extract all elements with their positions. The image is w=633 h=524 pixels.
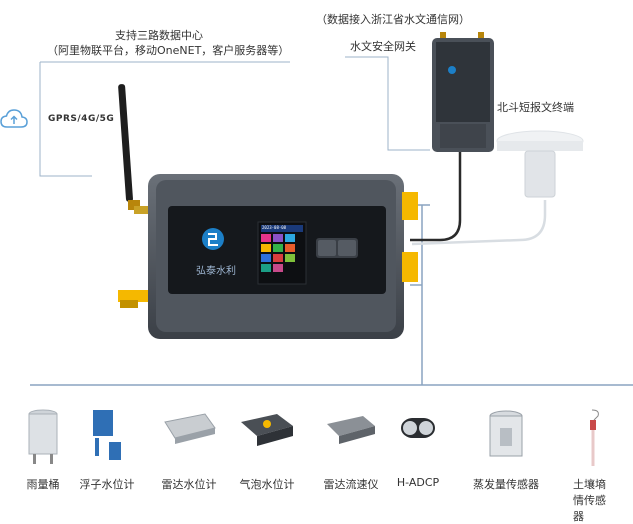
antenna-icon [118, 84, 148, 214]
brand-label: 弘泰水利 [196, 266, 236, 277]
beidou-terminal [496, 130, 584, 198]
sensor-label: H-ADCP [396, 476, 440, 489]
radar-level-icon [161, 408, 217, 452]
cloud-icon [0, 109, 28, 128]
gateway-device [432, 32, 494, 152]
lcd-header: 2023-08-08 [262, 225, 287, 230]
bubble-gauge-icon [237, 408, 297, 452]
beidou-label: 北斗短报文终端 [497, 101, 574, 114]
sensor-label: 土壤墒情传感器 [573, 478, 606, 523]
sensor-label: 浮子水位计 [79, 478, 135, 491]
sensor-label: 蒸发量传感器 [473, 478, 539, 491]
network-label: GPRS/4G/5G [48, 114, 115, 124]
radar-flow-icon [323, 408, 379, 452]
data-center-title: 支持三路数据中心 [115, 29, 203, 42]
float-gauge-icon [85, 408, 129, 468]
sensor-label: 雷达水位计 [161, 478, 217, 491]
soil-moisture-sensor-icon [578, 408, 608, 472]
sensor-label: 雷达流速仪 [323, 478, 379, 491]
adcp-icon [398, 408, 438, 452]
sensor-label: 气泡水位计 [239, 478, 295, 491]
sensor-label: 雨量桶 [26, 478, 60, 491]
rtu-device [118, 174, 418, 339]
evaporation-sensor-icon [486, 408, 526, 468]
rain-gauge-icon [25, 408, 61, 468]
gateway-label: 水文安全网关 [350, 40, 416, 53]
data-center-subtitle: （阿里物联平台，移动OneNET，客户服务器等） [47, 44, 290, 57]
gateway-note: （数据接入浙江省水文通信网） [316, 13, 470, 26]
